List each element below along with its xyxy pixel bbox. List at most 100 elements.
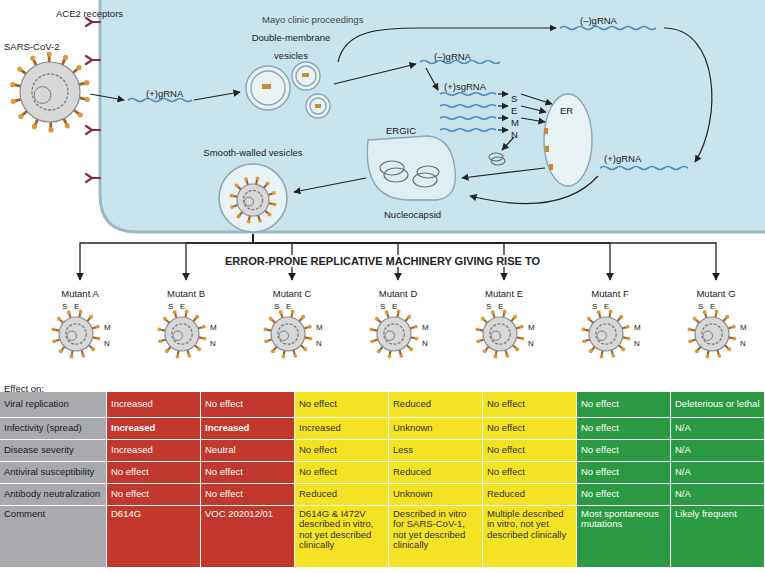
table-cell-bg: Increased xyxy=(107,440,201,462)
table-cell-bg: No effect xyxy=(577,440,671,462)
table-cell-bg: No effect xyxy=(577,418,671,440)
mutant-node: Mutant C SE MN xyxy=(254,280,330,360)
table-cell: Less xyxy=(393,445,413,455)
table-cell-bg: N/A xyxy=(671,484,765,506)
protein-label: M xyxy=(104,323,111,332)
table-cell-bg: No effect xyxy=(107,484,201,506)
protein-label: S xyxy=(698,302,703,311)
label-box: M xyxy=(422,316,429,334)
protein-label: N xyxy=(528,339,534,348)
label-box: N xyxy=(104,332,110,350)
label-box: M xyxy=(528,316,535,334)
label-box: N xyxy=(316,332,322,350)
protein-label: E xyxy=(511,105,517,116)
table-cell-bg: Reduced xyxy=(389,462,483,484)
table-cell-bg: No effect xyxy=(295,440,389,462)
table-cell: Likely frequent xyxy=(675,509,737,519)
table-cell: No effect xyxy=(299,445,337,455)
table-cell: Increased xyxy=(111,423,155,433)
table-cell: N/A xyxy=(675,467,691,477)
table-cell-bg: Deleterious or lethal xyxy=(671,392,765,418)
protein-label: E xyxy=(498,302,503,311)
table-cell-bg: No effect xyxy=(483,462,577,484)
rna-label: (+)gRNA xyxy=(146,88,183,99)
label-box: N xyxy=(210,332,216,350)
table-cell: No effect xyxy=(487,423,525,433)
protein-label: E xyxy=(392,302,397,311)
table-cell-bg: No effect xyxy=(295,462,389,484)
protein-label: E xyxy=(710,302,715,311)
table-cell: D614G xyxy=(111,509,141,519)
label-box: ACE2 receptors xyxy=(56,3,123,21)
table-cell-bg: Likely frequent xyxy=(671,506,765,568)
table-cell-bg: Antibody neutralization xyxy=(0,484,107,506)
table-row-label: Disease severity xyxy=(4,445,74,455)
label-box: M xyxy=(634,316,641,334)
protein-label: E xyxy=(74,302,79,311)
label-box: Double-membrane vesicles xyxy=(246,27,336,63)
table-cell-bg: No effect xyxy=(201,392,295,418)
label-box: (+)gRNA xyxy=(146,83,183,101)
mutant-label: Mutant C xyxy=(273,288,312,299)
table-cell: N/A xyxy=(675,489,691,499)
table-cell: No effect xyxy=(205,399,243,409)
table-cell: D614G & I472V described in vitro, not ye… xyxy=(299,509,384,550)
table-cell-bg: Reduced xyxy=(295,484,389,506)
table-cell: Increased xyxy=(111,399,153,409)
mutant-node: Mutant FSEMN xyxy=(572,280,648,360)
table-cell: Unknown xyxy=(393,423,433,433)
table-cell: No effect xyxy=(581,445,619,455)
protein-label: E xyxy=(286,302,291,311)
table-cell: Reduced xyxy=(487,489,525,499)
table-cell-bg: Reduced xyxy=(389,392,483,418)
mutant-node: Mutant ASEMN xyxy=(42,280,118,360)
protein-label: M xyxy=(210,323,217,332)
mutant-label: Mutant E xyxy=(485,288,523,299)
label-box: Effect on: xyxy=(4,378,44,396)
table-cell-bg: Reduced xyxy=(483,484,577,506)
protein-label: S xyxy=(486,302,491,311)
table-cell: Deleterious or lethal xyxy=(675,399,760,409)
table-heading: Effect on: xyxy=(4,383,44,394)
table-cell: Increased xyxy=(111,445,153,455)
label-box: Mayo clinic proceedings xyxy=(262,9,363,27)
table-cell-bg: Neutral xyxy=(201,440,295,462)
label-box: (+)sgRNA xyxy=(444,76,486,94)
table-cell-bg: N/A xyxy=(671,418,765,440)
protein-label: N xyxy=(316,339,322,348)
table-cell-bg: No effect xyxy=(107,462,201,484)
table-cell-bg: Disease severity xyxy=(0,440,107,462)
mutant-node: Mutant DSEMN xyxy=(360,280,436,360)
table-cell-bg: Antiviral susceptibility xyxy=(0,462,107,484)
table-row-label: Infectivity (spread) xyxy=(4,423,82,433)
table-cell: Multiple described in vitro, not yet des… xyxy=(487,509,572,540)
mutant-label: Mutant B xyxy=(167,288,205,299)
table-cell: No effect xyxy=(487,467,525,477)
table-cell-bg: Multiple described in vitro, not yet des… xyxy=(483,506,577,568)
mutant-node: Mutant E SE MN xyxy=(466,280,542,360)
protein-label: N xyxy=(104,339,110,348)
label-box: M xyxy=(316,316,323,334)
table-cell: Increased xyxy=(299,423,341,433)
protein-label: M xyxy=(528,323,535,332)
structure-label: Nucleocapsid xyxy=(384,209,441,220)
table-row-label: Antibody neutralization xyxy=(4,489,100,499)
label-box: Mutant G xyxy=(678,283,754,301)
table-cell: No effect xyxy=(581,467,619,477)
protein-label: S xyxy=(274,302,279,311)
label-box: M xyxy=(740,316,747,334)
label-box: ERROR-PRONE REPLICATIVE MACHINERY GIVING… xyxy=(0,251,765,269)
table-cell-bg: Less xyxy=(389,440,483,462)
protein-label: N xyxy=(422,339,428,348)
table-cell: Reduced xyxy=(299,489,337,499)
label-box: Mutant B xyxy=(148,283,224,301)
table-cell-bg: Unknown xyxy=(389,418,483,440)
label-box: N xyxy=(528,332,534,350)
table-cell: No effect xyxy=(205,467,243,477)
protein-label: N xyxy=(511,129,518,140)
table-cell-bg: Most spontaneous mutations xyxy=(577,506,671,568)
structure-label: Double-membrane vesicles xyxy=(252,32,331,61)
protein-label: S xyxy=(592,302,597,311)
protein-label: M xyxy=(422,323,429,332)
